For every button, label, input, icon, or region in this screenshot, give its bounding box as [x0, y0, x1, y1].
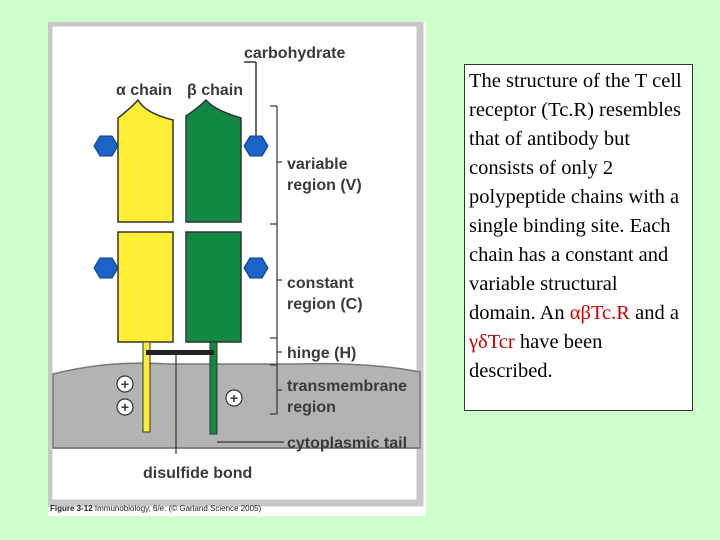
tcr-figure: + + + carbohydrate α chain β chain varia… — [48, 22, 426, 516]
disulfide-bond-bar — [146, 350, 214, 355]
caption-rest: Immunobiology, 6/e. (© Garland Science 2… — [93, 504, 262, 513]
beta-variable-domain — [185, 98, 242, 223]
description-text: The structure of the T cell receptor (Tc… — [469, 67, 688, 386]
constant-region-label-1: constant — [287, 275, 354, 292]
beta-tail — [209, 341, 218, 435]
transmembrane-label-1: transmembrane — [287, 378, 407, 395]
variable-region-label-1: variable — [287, 156, 348, 173]
plus-sign: + — [230, 390, 238, 406]
plus-charge-icon — [116, 375, 134, 393]
hinge-label: hinge (H) — [287, 345, 356, 362]
carbohydrate-label: carbohydrate — [244, 45, 345, 62]
caption-bold: Figure 3-12 — [50, 504, 93, 513]
description-box: The structure of the T cell receptor (Tc… — [464, 64, 693, 411]
alpha-tail — [142, 341, 151, 433]
description-part-1: The structure of the T cell receptor (Tc… — [469, 70, 682, 324]
beta-chain-label: β chain — [187, 82, 243, 99]
carbohydrate-icon — [243, 257, 269, 279]
plus-charge-icon — [225, 389, 243, 407]
transmembrane-label-2: region — [287, 399, 336, 416]
tcr-diagram: + + + carbohydrate α chain β chain varia… — [48, 22, 424, 513]
description-part-3: have been described. — [469, 331, 603, 382]
plus-sign: + — [121, 399, 129, 415]
carbohydrate-icon — [93, 135, 119, 157]
description-part-2: and a — [629, 302, 679, 324]
variable-region-label-2: region (V) — [287, 177, 362, 194]
carbohydrate-icon — [93, 257, 119, 279]
plus-charge-icon — [116, 398, 134, 416]
plus-sign: + — [121, 376, 129, 392]
figure-caption: Figure 3-12 Immunobiology, 6/e. (© Garla… — [50, 504, 262, 513]
alphabeta-tcr: αβTc.R — [569, 302, 630, 324]
gammadelta-tcr: γδTcr — [469, 331, 515, 353]
beta-constant-domain — [185, 231, 242, 343]
cytoplasmic-tail-label: cytoplasmic tail — [287, 435, 407, 452]
alpha-constant-domain — [117, 231, 174, 343]
constant-region-label-2: region (C) — [287, 296, 363, 313]
alpha-chain-label: α chain — [116, 82, 172, 99]
alpha-variable-domain — [117, 98, 174, 223]
disulfide-bond-label: disulfide bond — [143, 465, 252, 482]
carbohydrate-icon — [243, 135, 269, 157]
